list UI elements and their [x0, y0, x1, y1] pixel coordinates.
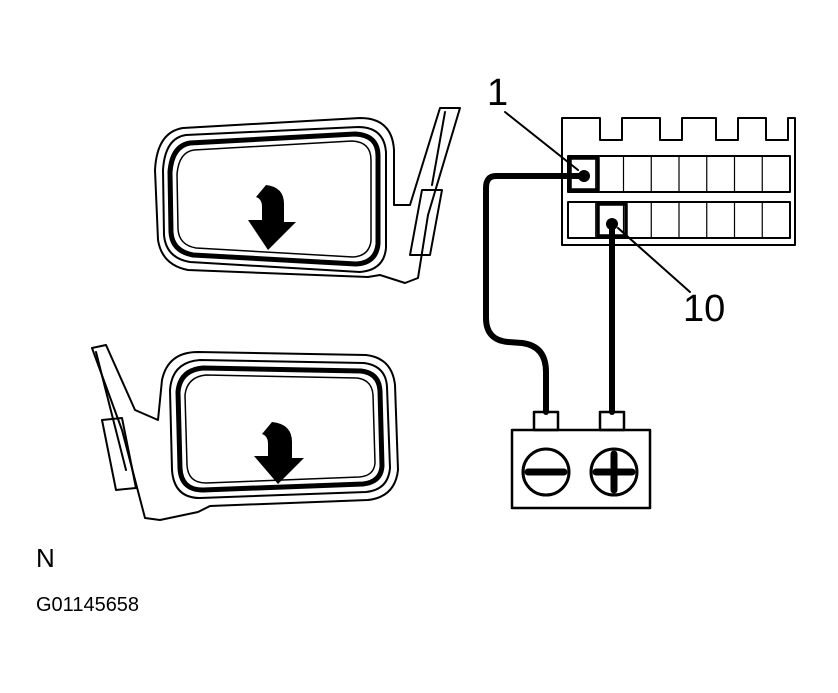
upper-mirror-housing	[154, 107, 461, 284]
minus-symbol	[521, 447, 571, 497]
upper-mirror-arrow	[248, 185, 296, 250]
lower-mirror-housing	[91, 344, 399, 521]
upper-mirror-bezel	[162, 126, 387, 273]
upper-mirror-glass-inner	[176, 140, 372, 258]
battery-body	[510, 428, 652, 510]
pin-10-dot	[606, 218, 618, 230]
leader-line-1	[504, 111, 579, 171]
plus-symbol	[589, 447, 639, 497]
pin-label-10: 10	[683, 288, 726, 330]
lower-mirror-glass-inner	[184, 374, 376, 484]
pin-label-1: 1	[487, 72, 509, 114]
connector-cells	[595, 155, 763, 239]
wires	[483, 173, 615, 415]
upper-mirror	[154, 107, 461, 284]
view-letter: N	[36, 543, 55, 573]
lower-mirror-arrow	[254, 422, 304, 484]
lower-mirror-bezel	[169, 359, 391, 499]
figure-code: G01145658	[36, 594, 140, 616]
lower-mirror-glass	[175, 365, 385, 493]
connector-outline	[561, 117, 796, 246]
pin-1-dot	[578, 170, 590, 182]
leader-line-10	[617, 227, 691, 293]
upper-mirror-glass	[167, 131, 381, 267]
connector	[561, 117, 796, 246]
upper-mirror-arm-detail	[409, 111, 446, 256]
lower-mirror	[91, 344, 399, 521]
wire-pin1-to-negative	[483, 173, 587, 415]
battery	[510, 410, 652, 510]
lower-mirror-arm-detail	[95, 351, 137, 491]
